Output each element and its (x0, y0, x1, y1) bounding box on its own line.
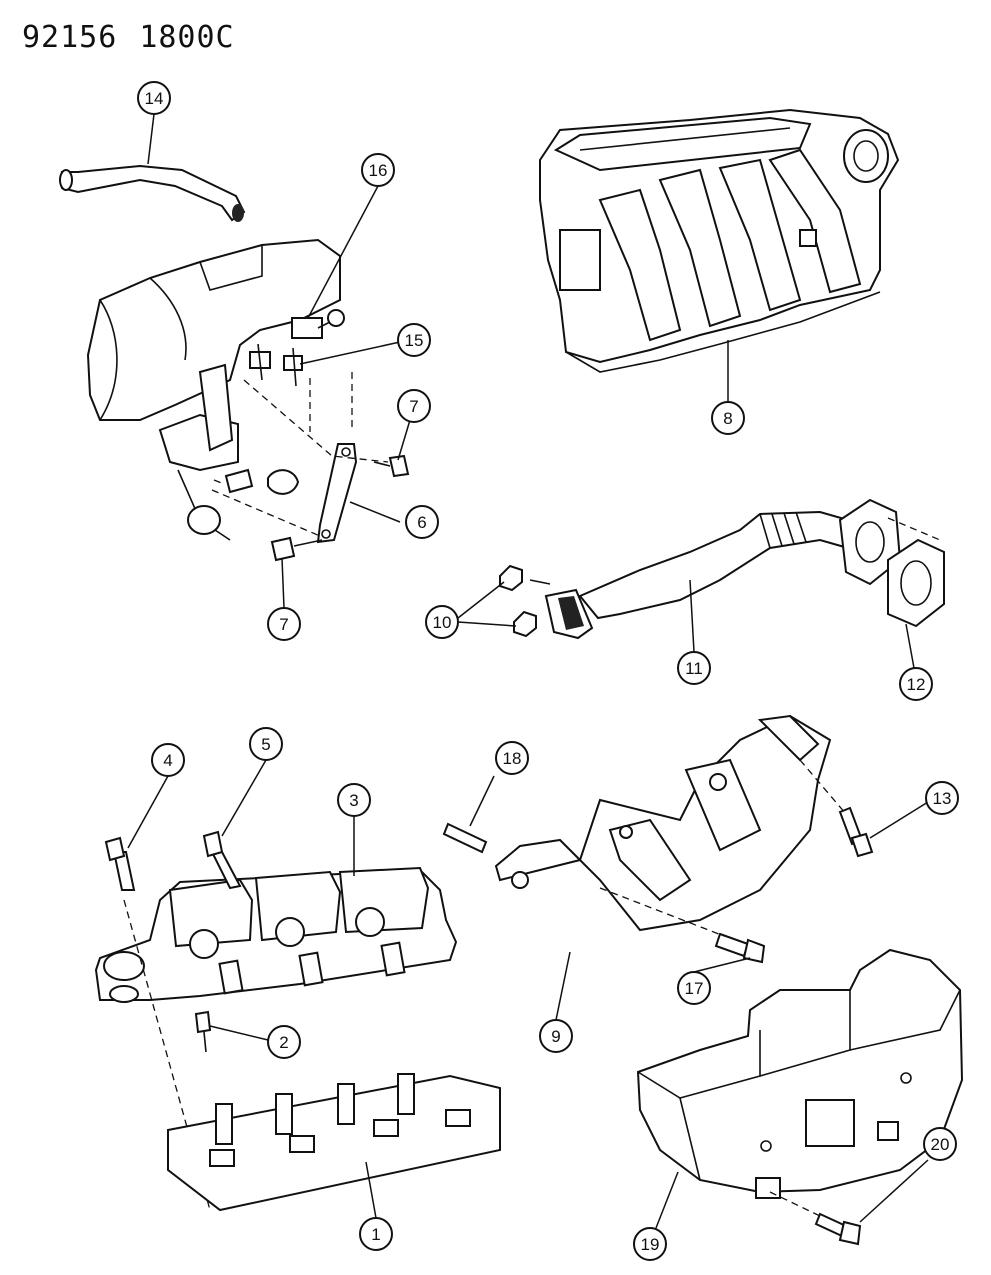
diagram-header: 92156 1800C (22, 20, 257, 55)
svg-text:6: 6 (417, 513, 426, 532)
svg-text:20: 20 (931, 1135, 950, 1154)
callout-8: 8 (711, 401, 745, 435)
callout-2: 2 (267, 1025, 301, 1059)
callout-6: 6 (405, 505, 439, 539)
svg-text:16: 16 (369, 161, 388, 180)
svg-text:5: 5 (261, 735, 270, 754)
callout-7-upper: 7 (397, 389, 431, 423)
part-shield-bolt (814, 1212, 862, 1246)
callout-10: 10 (425, 605, 459, 639)
callout-11: 11 (677, 651, 711, 685)
svg-text:13: 13 (933, 789, 952, 808)
part-intake-plenum (539, 108, 900, 373)
callout-12: 12 (899, 667, 933, 701)
callout-15: 15 (397, 323, 431, 357)
svg-text:3: 3 (349, 791, 358, 810)
callout-16: 16 (361, 153, 395, 187)
part-bolt-long-b (202, 830, 242, 890)
svg-text:9: 9 (551, 1027, 560, 1046)
svg-text:18: 18 (503, 749, 522, 768)
callout-20: 20 (923, 1127, 957, 1161)
leader-lines (127, 113, 929, 1229)
part-throttle-body-assembly (86, 238, 341, 541)
svg-text:17: 17 (685, 979, 704, 998)
svg-text:19: 19 (641, 1235, 660, 1254)
svg-text:2: 2 (279, 1033, 288, 1052)
part-support-bracket (224, 443, 358, 544)
svg-text:7: 7 (279, 615, 288, 634)
drawing-number: 92156 (22, 20, 118, 55)
callout-9: 9 (539, 1019, 573, 1053)
svg-text:4: 4 (163, 751, 172, 770)
svg-text:1: 1 (371, 1225, 380, 1244)
part-intake-manifold (94, 866, 458, 1003)
part-exhaust-manifold (494, 714, 832, 932)
part-stud (442, 822, 488, 854)
part-bolt-manifold (838, 806, 874, 858)
page-code: 1800C (139, 20, 235, 55)
part-sensor (291, 309, 345, 339)
part-fitting (249, 343, 303, 387)
svg-text:15: 15 (405, 331, 424, 350)
callout-17: 17 (677, 971, 711, 1005)
callout-13: 13 (925, 781, 959, 815)
part-exhaust-pipe (544, 498, 902, 640)
part-hose (59, 164, 246, 222)
part-bolt-upper (373, 454, 410, 478)
part-heat-shield (636, 948, 964, 1199)
part-bolt-exhaust (714, 932, 766, 964)
part-exhaust-gasket (887, 538, 945, 628)
callout-18: 18 (495, 741, 529, 775)
part-small-bolt (194, 1010, 212, 1053)
callout-5: 5 (249, 727, 283, 761)
part-bolt-long-a (104, 836, 136, 891)
svg-text:12: 12 (907, 675, 926, 694)
svg-text:10: 10 (433, 613, 452, 632)
callout-1: 1 (359, 1217, 393, 1251)
svg-text:8: 8 (723, 409, 732, 428)
callout-7-lower: 7 (267, 607, 301, 641)
part-manifold-gasket (167, 1073, 501, 1212)
svg-text:11: 11 (685, 659, 703, 678)
part-nuts (499, 564, 551, 638)
svg-text:14: 14 (145, 89, 164, 108)
svg-text:7: 7 (409, 397, 418, 416)
callout-4: 4 (151, 743, 185, 777)
part-bolt-lower (270, 536, 323, 562)
callout-3: 3 (337, 783, 371, 817)
callout-14: 14 (137, 81, 171, 115)
callout-19: 19 (633, 1227, 667, 1261)
